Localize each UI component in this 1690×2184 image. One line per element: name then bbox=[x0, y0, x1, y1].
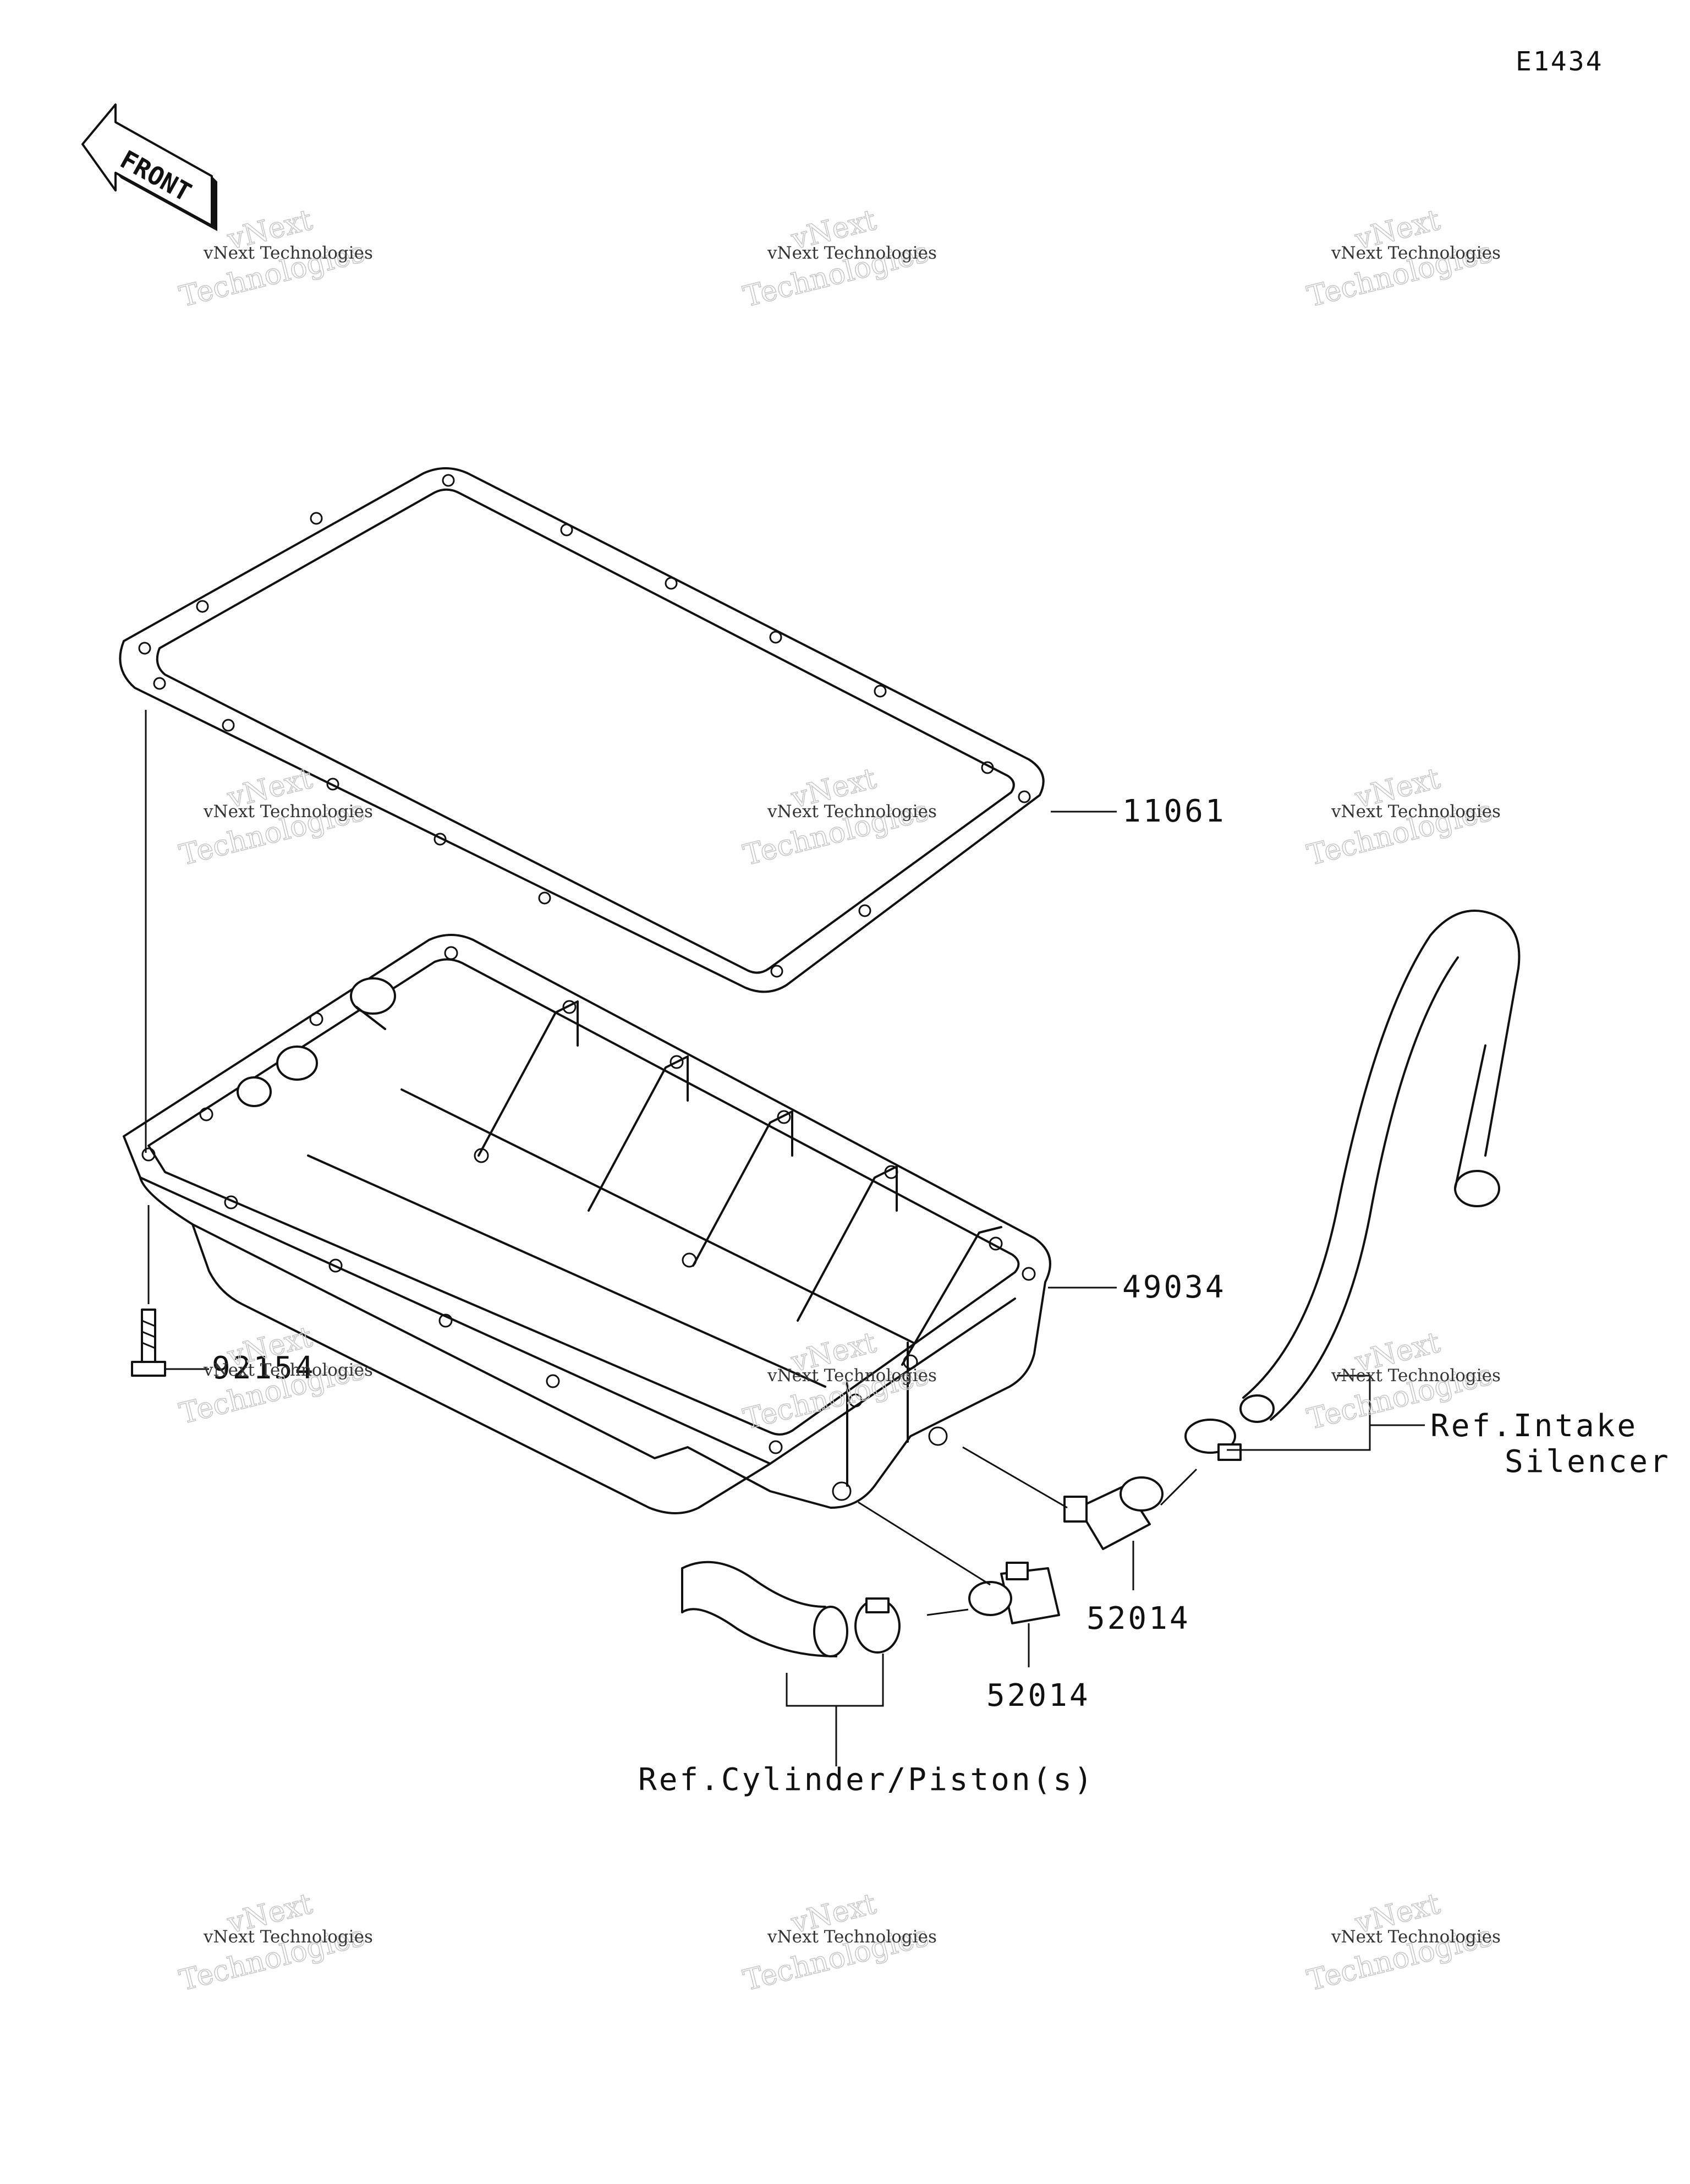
ref-intake-line1: Ref.Intake bbox=[1430, 1408, 1638, 1444]
hose-clamp-lower bbox=[854, 1597, 901, 1654]
watermark-text: vNext Technologies bbox=[1331, 1366, 1501, 1386]
watermark-text: vNext Technologies bbox=[1331, 802, 1501, 822]
watermarks: Technologies vNext vNext Technologies Te… bbox=[176, 203, 1501, 1998]
watermark-text: vNext Technologies bbox=[203, 243, 373, 263]
watermark-text: vNext Technologies bbox=[203, 1927, 373, 1947]
watermark: Technologies vNext vNext Technologies bbox=[1304, 1887, 1501, 1998]
ref-intake-line2: Silencer bbox=[1505, 1444, 1671, 1480]
watermark-text: vNext Technologies bbox=[767, 1927, 937, 1947]
watermark: Technologies vNext vNext Technologies bbox=[740, 1887, 937, 1998]
ref-cylinder: Ref.Cylinder/Piston(s) bbox=[638, 1762, 1095, 1798]
part-label-92154: 92154 bbox=[212, 1350, 316, 1386]
part-label-11061: 11061 bbox=[1122, 793, 1226, 829]
watermark-text: vNext Technologies bbox=[767, 802, 937, 822]
watermark-text: vNext Technologies bbox=[1331, 1927, 1501, 1947]
drain-bolt bbox=[131, 1309, 166, 1377]
cylinder-hose bbox=[681, 1561, 848, 1657]
elbow-fitting-upper bbox=[1063, 1476, 1164, 1550]
part-label-49034: 49034 bbox=[1122, 1269, 1226, 1305]
watermark-text: vNext Technologies bbox=[767, 243, 937, 263]
intake-hose bbox=[1239, 910, 1521, 1423]
diagram-code: E1434 bbox=[1516, 46, 1604, 77]
watermark: Technologies vNext vNext Technologies bbox=[1304, 762, 1501, 873]
front-arrow-icon: FRONT bbox=[81, 103, 217, 231]
watermark-text: vNext Technologies bbox=[203, 1360, 373, 1380]
watermark: Technologies vNext vNext Technologies bbox=[1304, 203, 1501, 314]
oil-pan bbox=[123, 934, 1051, 1514]
watermark: Technologies vNext vNext Technologies bbox=[176, 762, 373, 873]
oil-pan-gasket bbox=[119, 467, 1045, 993]
part-label-52014-lower: 52014 bbox=[986, 1678, 1090, 1714]
part-label-52014-upper: 52014 bbox=[1087, 1601, 1190, 1636]
watermark: Technologies vNext vNext Technologies bbox=[740, 762, 937, 873]
watermark-text: vNext Technologies bbox=[203, 802, 373, 822]
watermark: Technologies vNext vNext Technologies bbox=[740, 203, 937, 314]
hose-clamp-upper bbox=[1184, 1419, 1242, 1461]
watermark: Technologies vNext vNext Technologies bbox=[176, 1887, 373, 1998]
watermark: Technologies vNext vNext Technologies bbox=[176, 1320, 373, 1431]
straight-fitting-lower bbox=[968, 1562, 1060, 1624]
watermark-text: vNext Technologies bbox=[1331, 243, 1501, 263]
watermark-text: vNext Technologies bbox=[767, 1366, 937, 1386]
